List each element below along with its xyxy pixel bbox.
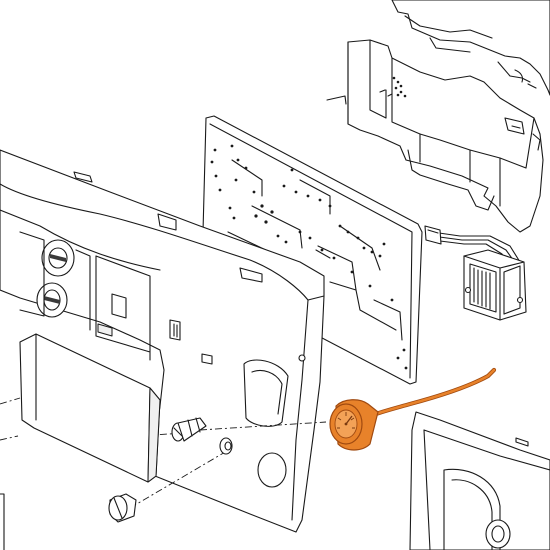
front-panel-housing (0, 149, 325, 533)
transformer (463, 249, 527, 321)
control-knob (108, 493, 137, 523)
screw-fastener (171, 417, 207, 442)
rear-control-box (326, 0, 550, 233)
pressure-gauge (329, 399, 379, 451)
door-cover (19, 333, 161, 483)
second-panel-housing (0, 411, 550, 550)
capillary-tube (361, 367, 497, 421)
grommet (219, 437, 233, 455)
